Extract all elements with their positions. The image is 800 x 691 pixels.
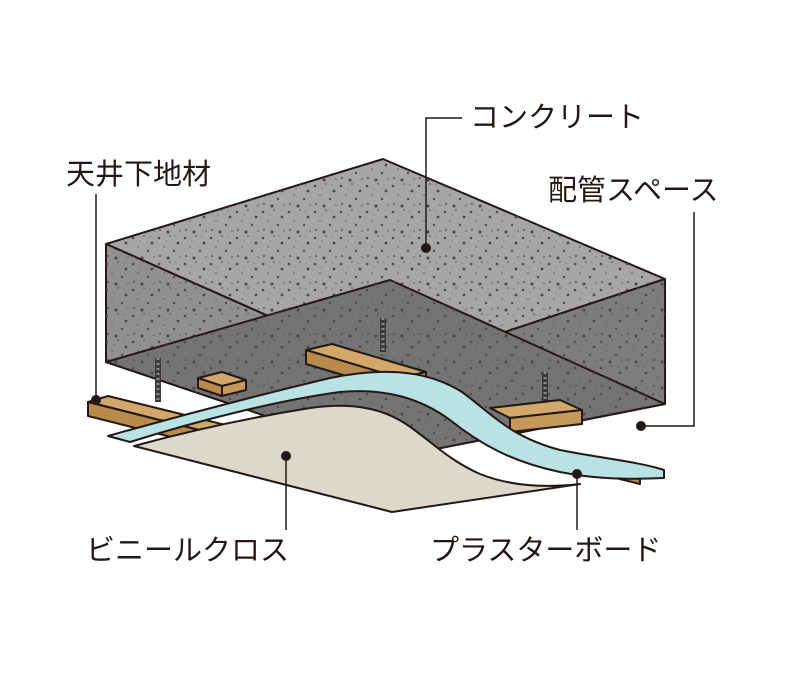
- label-piping-space: 配管スペース: [548, 173, 719, 207]
- plaster-board: [107, 370, 665, 480]
- label-vinyl-cloth: ビニールクロス: [86, 533, 289, 567]
- vinyl-cloth: [133, 404, 581, 513]
- joist-cross-right: [489, 399, 583, 433]
- label-plaster-board: プラスターボード: [430, 533, 661, 567]
- leader-piping-space: [636, 212, 695, 431]
- leader-plaster-board: [572, 469, 582, 530]
- leader-vinyl-cloth: [281, 451, 291, 530]
- leader-concrete: [421, 117, 462, 253]
- label-ceiling-base: 天井下地材: [66, 157, 211, 191]
- leader-ceiling-base: [91, 194, 101, 405]
- joist-cross-left: [197, 371, 247, 397]
- label-concrete: コンクリート: [470, 100, 644, 134]
